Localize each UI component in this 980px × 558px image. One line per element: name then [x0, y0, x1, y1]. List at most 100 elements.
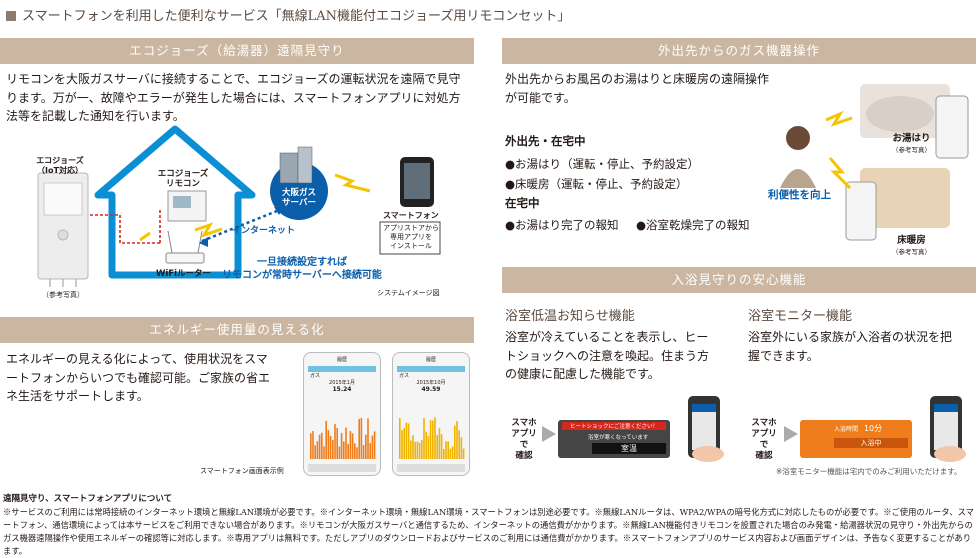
usage-bar: [318, 434, 321, 459]
usage-bar: [327, 430, 330, 459]
wireless-bolt: [334, 173, 371, 193]
system-diagram: エコジョーズ （IoT対応） （参考写真） エコジョーズ リモコン WiFiルー…: [0, 125, 474, 300]
bathtub-icon: [866, 96, 934, 132]
energy-text: エネルギーの見える化によって、使用状況をスマートフォンからいつでも確認可能。ご家…: [6, 352, 271, 403]
usage-bar: [407, 423, 410, 459]
server-label-line: サーバー: [282, 198, 316, 208]
screen-tabbar: [397, 366, 465, 372]
screen-tabbar: [308, 366, 376, 372]
usage-bar: [316, 441, 319, 459]
arrow-right-icon: [784, 426, 798, 442]
internet-arrow-head: [199, 237, 208, 247]
remote-monitoring-text: リモコンを大阪ガスサーバに接続することで、エコジョーズの運転状況を遠隔で見守りま…: [6, 72, 461, 123]
app-check-label-line: 確認: [755, 451, 773, 461]
usage-bar: [460, 437, 463, 459]
monitor-title: 浴室モニター機能: [748, 309, 853, 324]
smartphone-screen: [404, 163, 430, 199]
usage-bar: [456, 421, 458, 459]
bathing-time: 入浴時間 10分: [804, 423, 908, 434]
water-heater-knob: [57, 229, 69, 241]
screen-date: 2015年10月: [416, 380, 446, 386]
server-label-line: 大阪ガス: [281, 188, 316, 198]
screen-title: 履歴: [336, 357, 347, 363]
heading-away-home: 外出先・在宅中: [505, 134, 586, 148]
ecojoze-label: エコジョーズ （IoT対応）: [30, 156, 90, 176]
floor-photo: [860, 168, 950, 228]
usage-bar: [412, 435, 414, 459]
low-temp-text: 浴室が冷えていることを表示し、ヒートショックへの注意を喚起。住まう方の健康に配慮…: [505, 330, 710, 381]
energy-screen-2: 履歴 ガス 2015年10月 49.59: [392, 352, 470, 476]
section-bar-energy: エネルギー使用量の見える化: [0, 317, 474, 343]
router-antenna: [167, 230, 173, 254]
usage-bar: [371, 435, 374, 459]
usage-bar: [438, 428, 441, 459]
alert-status: 室温: [592, 443, 666, 454]
smartphone-app-monitor: [930, 396, 966, 462]
app-check-label: スマホ アプリで 確認: [748, 418, 780, 462]
floor-label-text: 床暖房: [897, 235, 926, 246]
wireless-bolt: [194, 222, 223, 238]
wireless-bolt: [825, 110, 853, 127]
install-box: [379, 221, 441, 255]
wireless-bolt: [828, 157, 852, 190]
monitor-note: ※浴室モニター機能は宅内でのみご利用いただけます。: [776, 467, 962, 476]
usage-bar: [405, 422, 408, 459]
photo-note: （参考写真）: [42, 291, 84, 299]
usage-bar: [356, 447, 358, 459]
usage-bar: [340, 433, 343, 459]
floor-label: 床暖房 （参考写真）: [892, 232, 931, 256]
usage-bar: [373, 431, 376, 459]
page-header: スマートフォンを利用した便利なサービス「無線LAN機能付エコジョーズ用リモコンセ…: [6, 5, 570, 24]
usage-bar: [358, 418, 360, 459]
remote-screen: [173, 196, 191, 208]
screen-tab: ガス: [310, 373, 321, 379]
usage-bar: [312, 431, 314, 459]
remote-operation-text: 外出先からお風呂のお湯はりと床暖房の遠隔操作が可能です。: [505, 72, 770, 105]
install-text-line: アプリストアから: [383, 224, 439, 232]
usage-bar: [425, 431, 427, 459]
usage-bar: [338, 446, 341, 459]
usage-bar: [451, 446, 454, 459]
screen1-bars: [310, 417, 376, 459]
usage-bar: [421, 439, 423, 459]
section-bar-bath-watch: 入浴見守りの安心機能: [502, 267, 976, 293]
remote-label-line: エコジョーズ: [157, 169, 209, 179]
usage-bar: [310, 433, 312, 459]
app-check-label-line: 確認: [515, 451, 533, 461]
usage-bar: [321, 432, 323, 459]
usage-bar: [349, 431, 352, 459]
heading-home: 在宅中: [505, 196, 540, 210]
connection-note-line: リモコンが常時サーバーへ接続可能: [222, 270, 382, 281]
bathing-status: 入浴中: [834, 438, 908, 448]
bath-label-note: （参考写真）: [892, 146, 931, 154]
bathing-status-panel: 入浴時間 10分 入浴中: [800, 420, 912, 458]
footer-title: 遠隔見守り、スマートフォンアプリについて: [3, 494, 173, 504]
heat-shock-alert: ヒートショックにご注意ください！ 浴室が寒くなっています 室温: [558, 420, 670, 458]
usage-bar: [401, 430, 403, 459]
usage-bar: [362, 445, 365, 459]
convenience-label: 利便性を向上: [768, 189, 831, 201]
remote-label-line: リモコン: [165, 179, 200, 189]
usage-bar: [323, 446, 325, 459]
usage-bar: [325, 420, 327, 459]
person-head: [786, 126, 810, 150]
usage-bar: [332, 439, 334, 459]
page-title: スマートフォンを利用した便利なサービス「無線LAN機能付エコジョーズ用リモコンセ…: [22, 9, 571, 24]
screen-tab: ガス: [399, 373, 410, 379]
ecojoze-label-line: エコジョーズ: [36, 156, 84, 165]
install-text: アプリストアから 専用アプリを インストール: [383, 224, 439, 251]
router-antenna: [197, 230, 203, 254]
usage-bar: [334, 423, 336, 459]
usage-bar: [429, 420, 432, 459]
usage-bar: [351, 433, 354, 459]
usage-bar: [427, 436, 430, 459]
usage-bar: [336, 427, 338, 459]
screen2-bars: [399, 417, 465, 459]
usage-bar: [418, 442, 421, 459]
usage-bar: [462, 448, 465, 459]
server-building: [297, 146, 313, 184]
footer-notes: ※サービスのご利用には常時接続のインターネット環境と無線LAN環境が必要です。※…: [3, 507, 974, 556]
notification-item-label: お湯はり完了の報知: [515, 218, 619, 232]
floor-label-note: （参考写真）: [892, 248, 931, 256]
usage-bar: [367, 418, 369, 459]
